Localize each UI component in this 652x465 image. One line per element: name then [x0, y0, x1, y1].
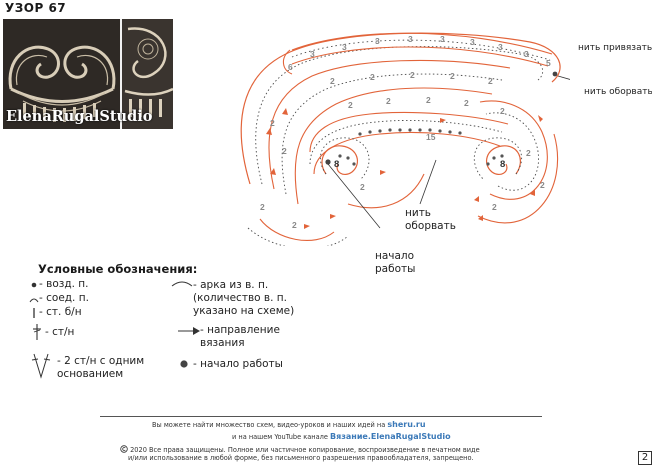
footer-line-2-text: и на нашем YouTube канале — [232, 433, 328, 441]
row-number: 3 — [342, 42, 347, 52]
watermark-logo: ElenaRugalStudio — [6, 108, 153, 125]
footer-line-2: и на нашем YouTube канале Вязание.ElenaR… — [232, 432, 451, 441]
row-number: 6 — [288, 62, 293, 72]
two-dc-one-base-icon — [31, 353, 51, 379]
footer-copyright: 2020 Все права защищены. Полное или част… — [130, 446, 480, 454]
footer-divider — [100, 416, 542, 417]
arch-icon — [171, 281, 193, 287]
legend-arch: - арка из в. п. (количество в. п. указан… — [193, 279, 295, 317]
footer-line-1: Вы можете найти множество схем, видео-ур… — [152, 420, 426, 429]
footer-line-1-text: Вы можете найти множество схем, видео-ур… — [152, 421, 386, 429]
footer-line-4: и/или использование в любой форме, без п… — [128, 454, 474, 462]
row-number: 2 — [270, 118, 275, 128]
row-number: 2 — [386, 96, 391, 106]
photo-divider — [120, 19, 122, 129]
chain-stitch-icon — [31, 282, 37, 288]
annotation-attach: нить привязать — [578, 43, 652, 53]
chart-direction-arrows — [266, 108, 543, 229]
row-number: 2 — [540, 180, 545, 190]
copyright-icon — [120, 445, 128, 453]
row-number: 3 — [408, 34, 413, 44]
row-number: 3 — [498, 42, 503, 52]
annotation-cut-top: нить оборвать — [584, 87, 652, 97]
row-number: 2 — [492, 202, 497, 212]
chart-inner-rows — [309, 100, 559, 224]
double-crochet-icon — [33, 324, 41, 340]
lace-photo: ElenaRugalStudio — [3, 19, 173, 129]
slip-stitch-icon — [29, 298, 39, 303]
legend-start: - начало работы — [193, 358, 283, 370]
legend-dc: - ст/н — [45, 326, 75, 338]
row-number: 3 — [440, 34, 445, 44]
row-number: 3 — [524, 49, 529, 59]
row-number: 3 — [310, 49, 315, 59]
row-number: 2 — [410, 70, 415, 80]
row-number: 2 — [370, 72, 375, 82]
single-crochet-icon — [33, 308, 35, 318]
annotation-cut-bottom: нить оборвать — [405, 207, 456, 232]
ring-count: 8 — [334, 159, 339, 170]
row-number: 2 — [464, 98, 469, 108]
row-number: 2 — [348, 100, 353, 110]
chart-outer-rows — [240, 32, 561, 246]
row-number: 2 — [282, 146, 287, 156]
row-number: 5 — [546, 58, 551, 68]
legend-slip: - соед. п. — [39, 292, 89, 304]
legend-dc2: - 2 ст/н с одним основанием — [57, 355, 145, 380]
row-number: 2 — [360, 182, 365, 192]
row-number: 3 — [470, 37, 475, 47]
chart-row-numbers: 3 3 3 3 3 3 3 3 6 5 2 2 2 2 2 2 2 2 2 2 … — [260, 34, 551, 230]
row-number: 2 — [526, 148, 531, 158]
row-number: 3 — [375, 36, 380, 46]
chart-pointer-lines — [327, 75, 570, 229]
direction-arrow-icon — [178, 327, 200, 335]
row-number: 2 — [426, 95, 431, 105]
site-link[interactable]: sheru.ru — [387, 420, 426, 429]
row-count: 15 — [426, 132, 436, 142]
legend-title: Условные обозначения: — [38, 262, 198, 276]
row-number: 2 — [260, 202, 265, 212]
annotation-start: начало работы — [375, 250, 416, 275]
crochet-chart: 3 3 3 3 3 3 3 3 6 5 2 2 2 2 2 2 2 2 2 2 … — [240, 32, 570, 246]
legend-sc: - ст. б/н — [39, 306, 82, 318]
chart-top-band — [282, 32, 553, 75]
chart-center-dots — [325, 71, 558, 166]
page-number: 2 — [638, 451, 652, 465]
ring-count: 8 — [500, 159, 505, 170]
row-number: 2 — [292, 220, 297, 230]
youtube-link[interactable]: Вязание.ElenaRugalStudio — [330, 432, 451, 441]
start-point-icon — [180, 360, 188, 368]
footer-line-3: 2020 Все права защищены. Полное или част… — [120, 445, 480, 454]
row-number: 2 — [450, 71, 455, 81]
row-number: 2 — [488, 76, 493, 86]
legend-chain: - возд. п. — [39, 278, 89, 290]
row-number: 2 — [330, 76, 335, 86]
page-title: УЗОР 67 — [5, 1, 67, 15]
lace-photo-art — [3, 19, 173, 129]
legend-direction: - направление вязания — [200, 324, 280, 349]
chart-spirals — [320, 137, 522, 181]
row-number: 2 — [500, 106, 505, 116]
